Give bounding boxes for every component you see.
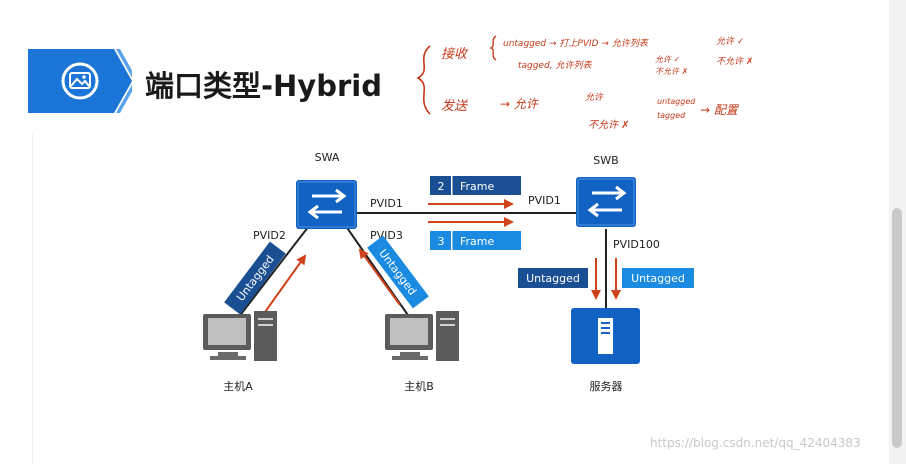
desktop-computer-icon (203, 311, 277, 361)
frame-vlan3: 3 Frame (430, 231, 521, 250)
untagged-tag-server-right: Untagged (622, 268, 694, 288)
note-send: 发送 (441, 99, 469, 114)
note-send-allow: 允许 (585, 92, 604, 103)
arrow-host-b-to-swa (358, 248, 401, 306)
svg-text:3: 3 (438, 235, 445, 248)
switch-icon (296, 180, 357, 229)
svg-text:Frame: Frame (460, 235, 495, 248)
desktop-computer-icon (385, 311, 459, 361)
frame-vlan2: 2 Frame (430, 176, 521, 195)
note-send-flow: → 允许 (500, 97, 540, 111)
host-b-label: 主机B (404, 379, 434, 393)
page-title: 端口类型-Hybrid (145, 69, 382, 103)
svg-text:2: 2 (438, 180, 445, 193)
swa-pvid2-label: PVID2 (253, 229, 286, 242)
note-receive: 接收 (441, 47, 469, 62)
handwritten-notes: 接收 untagged → 打上PVID → 允许列表 允许 ✓ 不允许 ✗ t… (416, 35, 753, 131)
arrow-host-a-to-swa (264, 254, 307, 313)
server-label: 服务器 (590, 380, 623, 393)
note-receive-tagged-allow: 允许 ✓ (655, 55, 680, 64)
note-receive-untagged: untagged → 打上PVID → 允许列表 (503, 38, 649, 49)
link-swa-host-a (237, 221, 313, 319)
note-receive-untagged-allow: 允许 ✓ (716, 36, 744, 47)
note-receive-untagged-deny: 不允许 ✗ (716, 56, 753, 67)
untagged-tag-server-left: Untagged (518, 268, 588, 288)
svg-text:Untagged: Untagged (631, 272, 685, 285)
note-send-tagged: tagged (657, 111, 686, 120)
swb-pvid1-label: PVID1 (528, 194, 561, 207)
scrollbar-thumb[interactable] (892, 208, 902, 448)
switch-icon (576, 177, 636, 227)
swa-label: SWA (315, 151, 340, 164)
server-icon (571, 308, 640, 364)
note-send-result: → 配置 (700, 103, 740, 117)
svg-text:Frame: Frame (460, 180, 495, 193)
watermark: https://blog.csdn.net/qq_42404383 (650, 436, 861, 450)
swb-label: SWB (593, 154, 618, 167)
note-send-untagged: untagged (657, 97, 696, 106)
swa-pvid1-label: PVID1 (370, 197, 403, 210)
title-banner (28, 49, 132, 113)
note-receive-tagged-deny: 不允许 ✗ (655, 67, 688, 76)
image-icon (61, 62, 99, 100)
swa-pvid3-label: PVID3 (370, 229, 403, 242)
host-a-label: 主机A (223, 379, 253, 393)
slide-edge (32, 134, 888, 464)
note-send-deny: 不允许 ✗ (588, 119, 630, 131)
svg-text:Untagged: Untagged (526, 272, 580, 285)
swb-pvid100-label: PVID100 (613, 238, 660, 251)
note-receive-tagged: tagged, 允许列表 (518, 60, 592, 71)
